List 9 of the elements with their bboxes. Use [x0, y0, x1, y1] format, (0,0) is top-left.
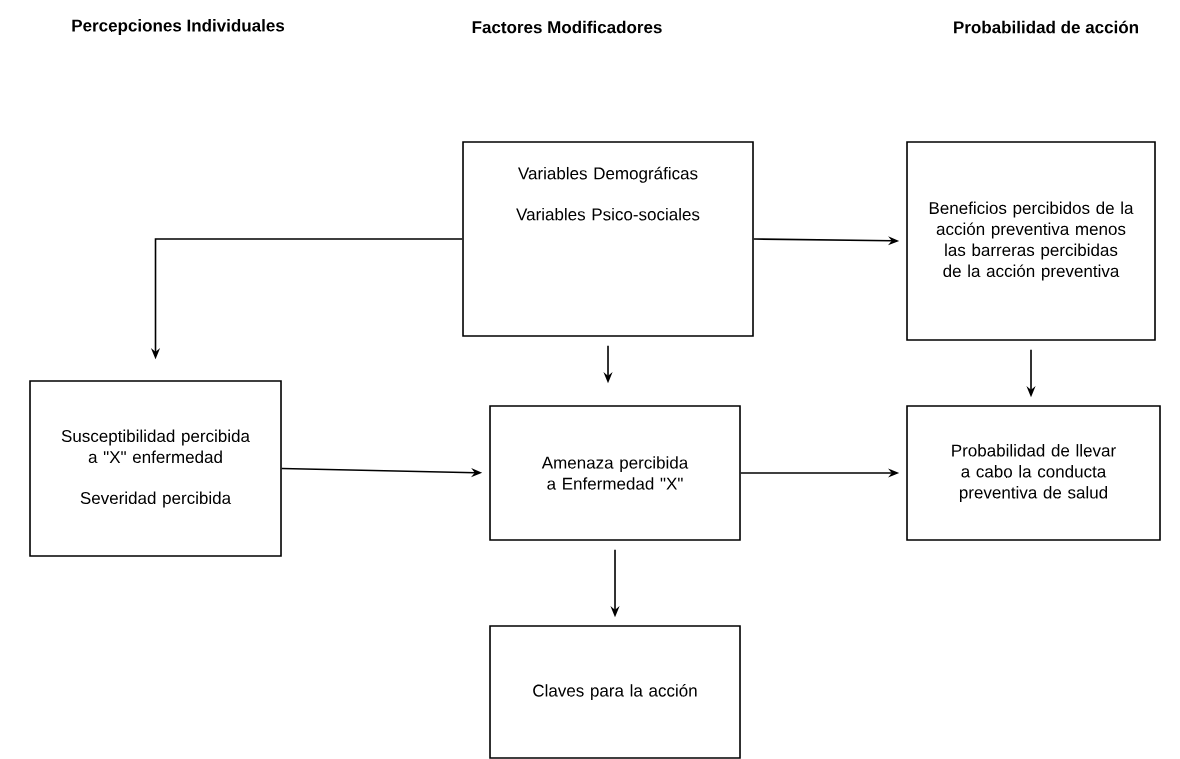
text-box: Beneficios percibidos de la acción preventiva menos las barreras percibidas de la acción preventiva: [906, 141, 1156, 341]
text-box: Probabilidad de llevar a cabo la conducta preventiva de salud: [906, 405, 1161, 541]
text-box: Claves para la acción: [489, 625, 741, 759]
text-box: Amenaza percibida a Enfermedad "X": [489, 405, 741, 541]
text-box: Susceptibilidad percibida a "X" enfermedad Severidad percibida: [29, 380, 282, 557]
text-box: Variables Demográficas Variables Psico-sociales: [462, 141, 754, 337]
column-heading: Factores Modificadores: [472, 20, 662, 34]
column-heading: Percepciones Individuales: [72, 19, 285, 35]
column-heading: Probabilidad de acción: [954, 20, 1138, 34]
